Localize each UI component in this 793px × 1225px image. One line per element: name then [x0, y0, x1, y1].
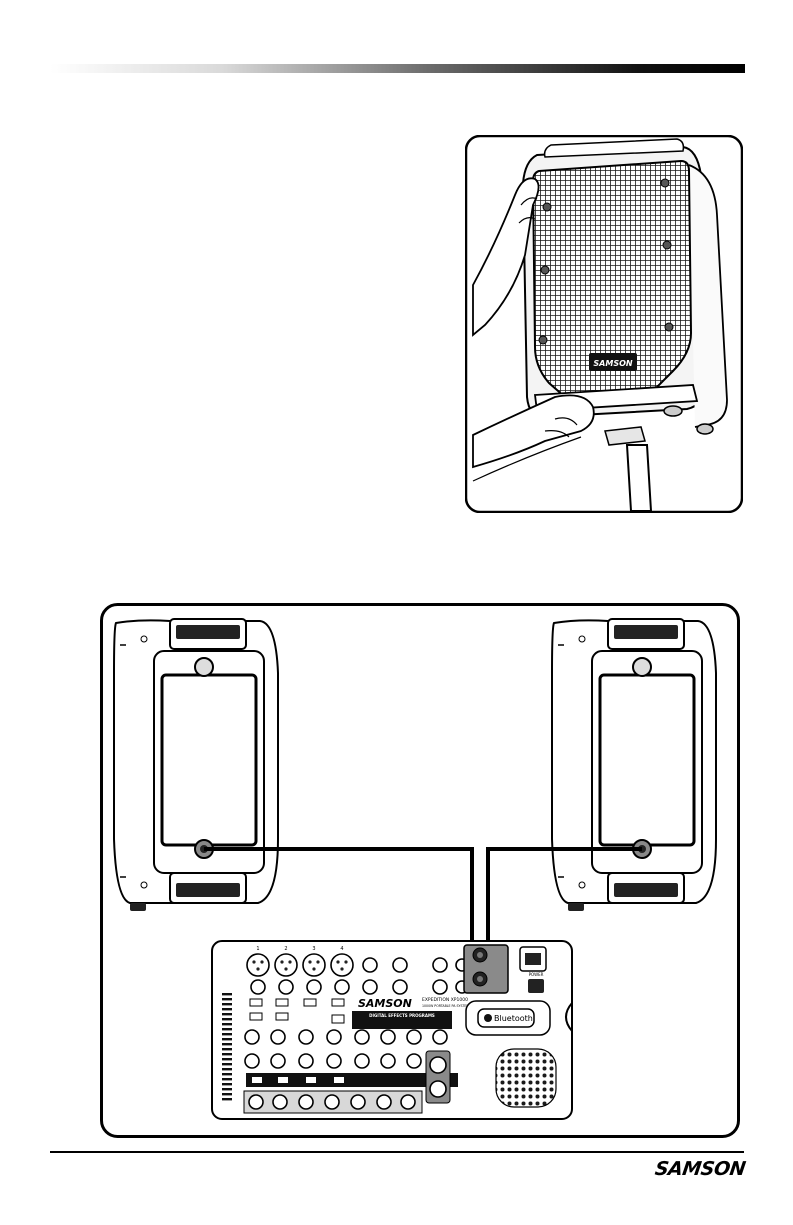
left-speaker — [114, 619, 278, 911]
footer-rule — [50, 1151, 744, 1153]
bluetooth-label: Bluetooth — [494, 1014, 533, 1023]
mixer-brand: SAMSON — [358, 997, 412, 1010]
mixer-model: EXPEDITION XP1000 — [422, 997, 468, 1003]
speaker-stand-illustration: SAMSON — [465, 135, 743, 513]
channel-number-2: 2 — [284, 946, 287, 952]
speaker-connection-diagram: 1 2 3 4 POWER SAMSON EXPEDITION XP1000 1… — [100, 603, 740, 1138]
mixer-panel: 1 2 3 4 POWER SAMSON EXPEDITION XP1000 1… — [212, 941, 572, 1119]
effects-title: DIGITAL EFFECTS PROGRAMS — [369, 1013, 435, 1018]
mixer-model-sub: 1000W PORTABLE PA SYSTEM — [422, 1004, 469, 1008]
channel-number-1: 1 — [256, 946, 259, 952]
footer-brand-logo: SAMSON — [603, 1158, 746, 1182]
power-label: POWER — [529, 972, 544, 977]
fan-vent — [496, 1049, 556, 1107]
header-gradient-bar — [50, 64, 745, 73]
power-switch — [528, 979, 544, 993]
speaker-badge-text: SAMSON — [593, 359, 632, 368]
channel-number-3: 3 — [312, 946, 315, 952]
channel-number-4: 4 — [340, 946, 343, 952]
right-speaker — [552, 619, 716, 911]
